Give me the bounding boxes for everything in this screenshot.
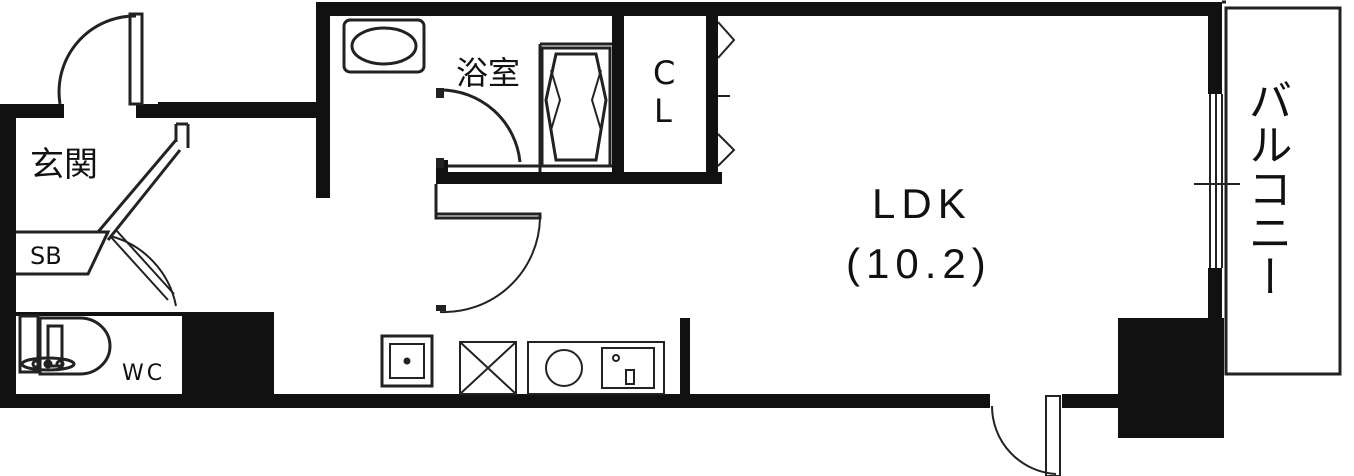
partition-lines	[16, 42, 612, 276]
stove-icon	[545, 349, 583, 387]
kitchen-counter	[527, 341, 665, 395]
window-icon	[1194, 94, 1240, 268]
fridge-space-icon	[459, 341, 517, 395]
bath-label: 浴室	[456, 54, 520, 92]
door-swing-icon	[57, 12, 1061, 476]
closet-label-c: C	[653, 54, 675, 92]
washer-pan-icon	[380, 334, 434, 388]
sink-icon	[601, 347, 655, 389]
ldk-label: LDK	[872, 180, 972, 227]
balcony-outline	[1222, 0, 1342, 376]
balcony-label: バルコニー	[1241, 78, 1292, 298]
entrance-label: 玄関	[30, 145, 98, 185]
closet-label-l: L	[654, 92, 672, 130]
ldk-size-label: (10.2)	[846, 240, 992, 287]
walls	[0, 2, 1224, 438]
toilet-icon	[18, 314, 112, 376]
bathtub-icon	[540, 46, 612, 168]
toilet-label: WC	[122, 361, 165, 386]
shoe-box-label: SB	[30, 242, 62, 270]
closet-doors	[717, 21, 736, 167]
washbasin-icon	[342, 18, 426, 74]
